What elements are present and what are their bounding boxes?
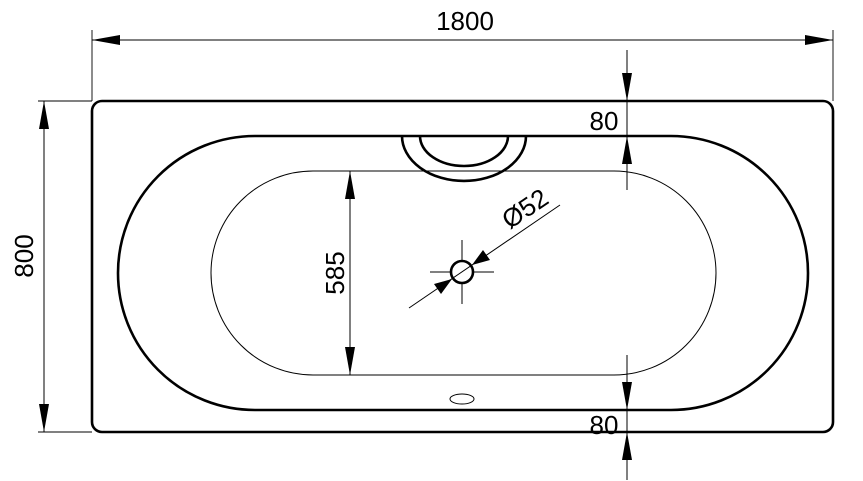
drain-circle [449, 259, 475, 285]
dim-drain-diameter-label: Ø52 [496, 182, 554, 234]
dim-basin-width [345, 171, 355, 375]
dim-rim-bottom [578, 355, 632, 480]
basin-floor-outline [210, 170, 717, 376]
bottom-overflow [449, 393, 475, 405]
dim-overall-length-label: 1800 [436, 6, 494, 36]
dim-rim-bottom-label: 80 [590, 410, 619, 440]
outer-rim [90, 99, 835, 434]
dim-rim-top-label: 80 [590, 106, 619, 136]
dim-rim-top [578, 50, 632, 190]
overflow-cutout [400, 135, 528, 183]
dim-basin-width-label: 585 [320, 251, 350, 294]
dim-overall-width [38, 100, 92, 433]
drain [408, 204, 561, 309]
dim-overall-length [91, 30, 834, 101]
dim-overall-width-label: 800 [9, 234, 39, 277]
overflow-cutout-inner [418, 135, 510, 168]
tub-interior-outline [116, 134, 810, 412]
